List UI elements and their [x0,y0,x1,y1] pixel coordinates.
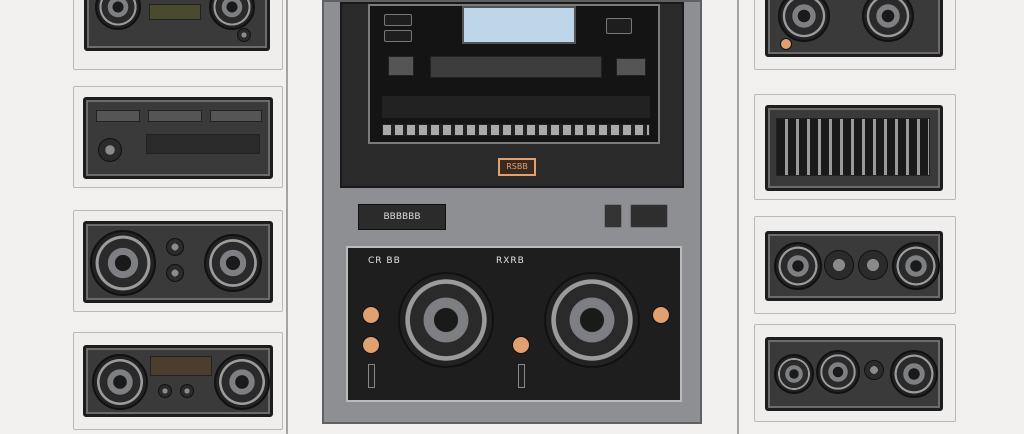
knob-icon[interactable] [780,38,792,50]
knob-icon[interactable] [858,250,888,280]
speaker-icon [544,272,640,368]
control-button[interactable] [384,30,412,42]
right-device-card-2 [754,94,956,200]
speaker-icon [890,350,938,398]
right-device-card-3 [754,216,956,314]
speaker-icon [862,0,914,42]
screen-icon [462,6,576,44]
left-device-card-2 [73,86,283,188]
speaker-icon [778,0,830,42]
display-housing [368,4,660,144]
left-device-card-4 [73,332,283,430]
mode-button[interactable] [630,204,668,228]
amplifier-unit[interactable] [765,337,943,411]
speaker-icon [892,242,940,290]
cassette-icon [96,110,140,122]
left-device-card-1 [73,0,283,70]
knob-icon[interactable] [166,264,184,282]
knob-icon[interactable] [512,336,530,354]
cassette-icon [148,110,202,122]
cassette-icon [149,4,201,20]
power-button[interactable] [604,204,622,228]
console-upper-section: RSBB [340,2,684,188]
key-row[interactable] [382,124,650,136]
knob-icon[interactable] [166,238,184,256]
indicator-label: RSBB [498,158,536,176]
knob-icon[interactable] [362,336,380,354]
boombox-unit[interactable] [83,345,273,417]
speaker-icon [774,242,822,290]
right-wire [737,0,739,434]
right-device-card-1 [754,0,956,70]
left-device-card-3 [73,210,283,312]
knob-icon[interactable] [652,306,670,324]
knob-icon[interactable] [98,138,122,162]
knob-icon[interactable] [158,384,172,398]
knob-icon[interactable] [180,384,194,398]
equalizer-unit[interactable] [765,105,943,191]
right-device-card-4 [754,324,956,422]
knob-icon[interactable] [864,360,884,380]
knob-icon[interactable] [824,250,854,280]
cassette-icon [146,134,260,154]
control-button[interactable] [606,18,632,34]
display-label: BBBBBB [358,204,446,230]
speaker-unit[interactable] [765,0,943,57]
cassette-icon [616,58,646,76]
cassette-icon [150,356,212,376]
knob-icon[interactable] [362,306,380,324]
cassette-deck-unit[interactable] [83,97,273,179]
fader-bank[interactable] [776,118,930,176]
left-deck-label: CR BB [368,256,401,266]
speaker-icon [204,234,262,292]
boombox-unit[interactable] [84,0,270,51]
dual-deck-section: CR BB RXRB [346,246,682,402]
knob-icon[interactable] [237,28,251,42]
fader-icon[interactable] [518,364,525,388]
main-console-panel: RSBB BBBBBB CR BB RXRB [322,0,702,424]
speaker-icon [398,272,494,368]
left-wire [286,0,288,434]
speaker-icon [92,354,148,410]
speaker-icon [90,230,156,296]
speaker-icon [95,0,141,30]
cassette-icon [210,110,262,122]
speaker-icon [816,350,860,394]
radio-unit[interactable] [765,231,943,301]
speaker-icon [214,354,270,410]
cassette-icon [430,56,602,78]
amplifier-unit[interactable] [83,221,273,303]
fader-bank[interactable] [382,96,650,118]
control-button[interactable] [384,14,412,26]
speaker-icon [774,354,814,394]
right-deck-label: RXRB [496,256,525,266]
speaker-icon [209,0,255,30]
fader-icon[interactable] [368,364,375,388]
cassette-icon [388,56,414,76]
